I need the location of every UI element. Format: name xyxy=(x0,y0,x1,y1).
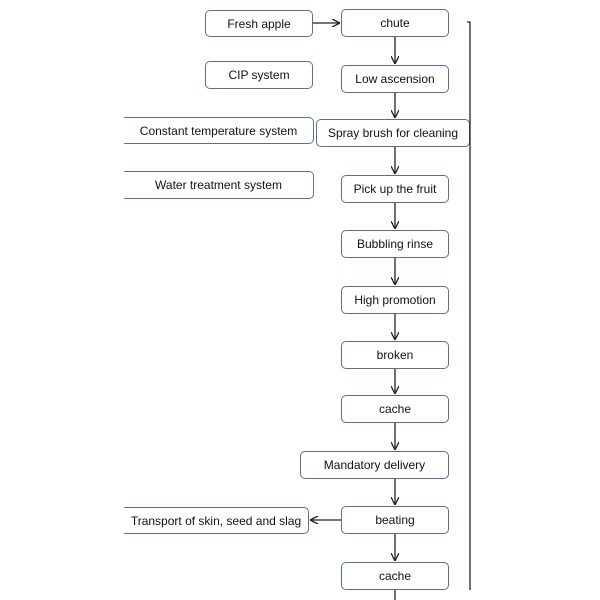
output-waste-transport: Transport of skin, seed and slag xyxy=(124,507,309,534)
input-water-treatment-system: Water treatment system xyxy=(124,171,314,199)
side-bracket-line xyxy=(467,21,471,590)
step-pick-up-fruit: Pick up the fruit xyxy=(341,175,449,203)
step-mandatory-delivery: Mandatory delivery xyxy=(300,451,449,479)
step-high-promotion: High promotion xyxy=(341,286,449,314)
step-low-ascension: Low ascension xyxy=(341,65,449,93)
step-cache-2: cache xyxy=(341,562,449,590)
input-fresh-apple: Fresh apple xyxy=(205,10,313,37)
step-spray-brush-cleaning: Spray brush for cleaning xyxy=(316,119,470,147)
step-broken: broken xyxy=(341,341,449,369)
input-cip-system: CIP system xyxy=(205,61,313,89)
step-bubbling-rinse: Bubbling rinse xyxy=(341,230,449,258)
step-chute: chute xyxy=(341,9,449,37)
input-constant-temperature-system: Constant temperature system xyxy=(124,117,314,144)
step-beating: beating xyxy=(341,506,449,534)
step-cache-1: cache xyxy=(341,395,449,423)
